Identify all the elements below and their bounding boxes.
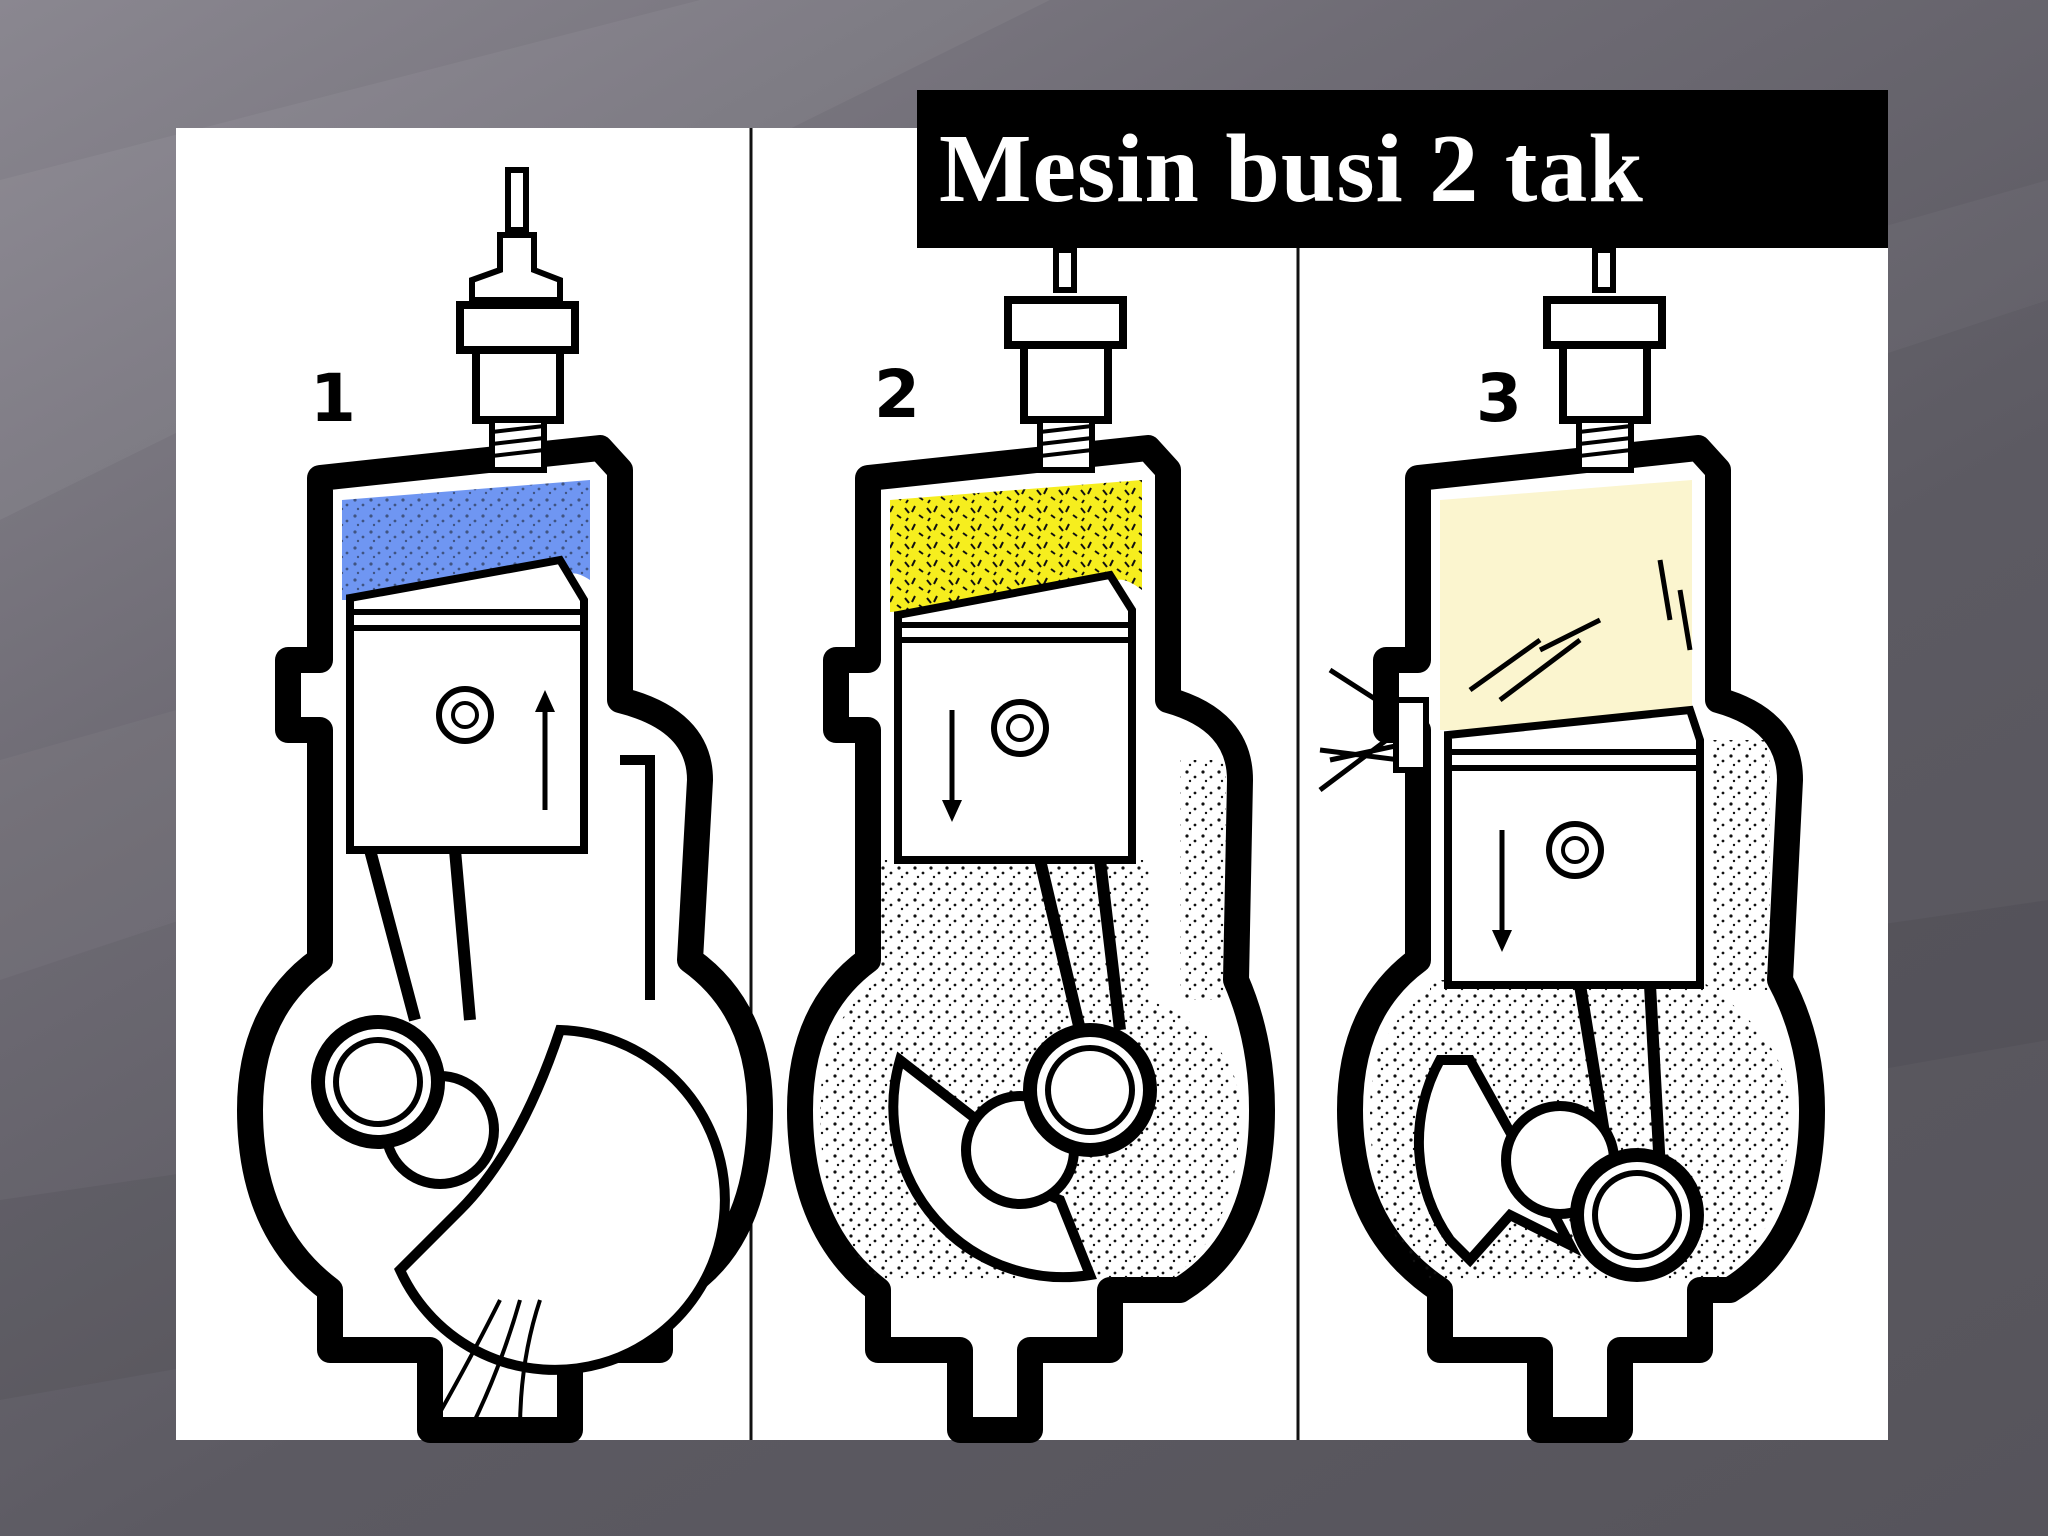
stage-1-spark-plug-icon — [456, 167, 579, 473]
stage-1-label: 1 — [310, 360, 356, 437]
stage-1-engine — [237, 167, 773, 1443]
stage-2-spark-plug-icon — [1004, 247, 1127, 473]
stage-2-crankshaft — [888, 858, 1157, 1283]
stage-2-piston — [894, 570, 1136, 864]
stage-3-crankshaft — [1413, 984, 1704, 1282]
stage-2-label: 2 — [874, 356, 920, 433]
stage-1-crankshaft — [311, 848, 730, 1375]
stage-3-charge — [1440, 480, 1692, 730]
diagram-title: Mesin busi 2 tak — [939, 115, 1644, 223]
stage-1-arrow-up-icon — [535, 690, 555, 810]
stage-3-label: 3 — [1476, 360, 1522, 437]
stage-2-engine — [787, 247, 1275, 1443]
stage-3-arrow-down-icon — [1492, 830, 1512, 952]
stage-3-exhaust-jets — [1318, 667, 1429, 792]
title-banner: Mesin busi 2 tak — [917, 90, 1888, 248]
stage-3-piston — [1444, 705, 1704, 989]
stage-3-spark-plug-icon — [1543, 247, 1666, 473]
stage-3-engine — [1318, 247, 1825, 1443]
stage-2-arrow-down-icon — [942, 710, 962, 822]
stage-1-piston — [346, 555, 588, 854]
